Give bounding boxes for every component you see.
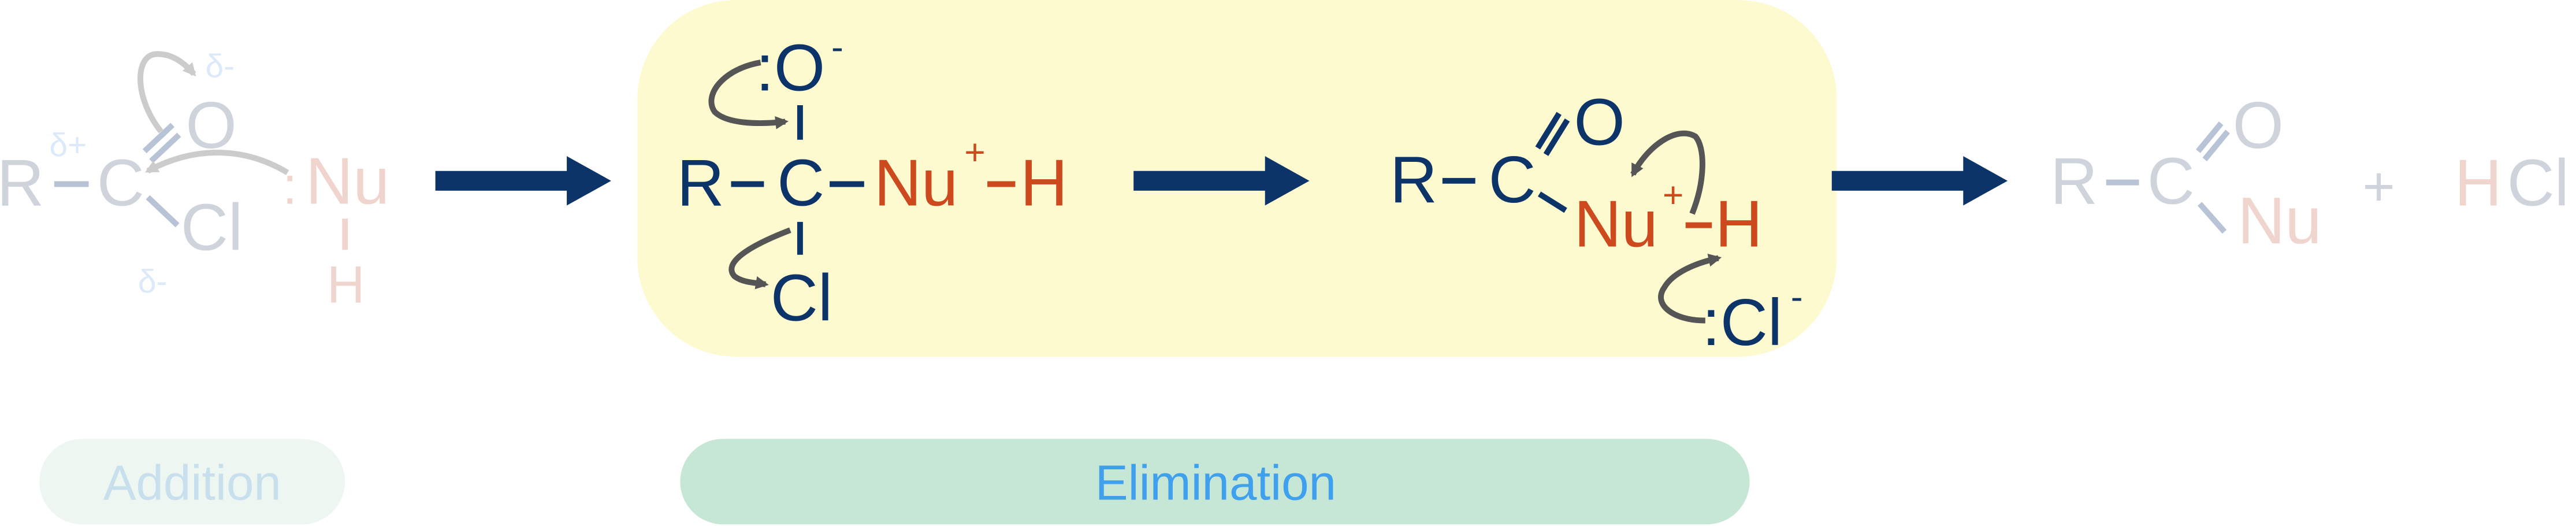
double-bond-c-o bbox=[2196, 121, 2224, 153]
atom-c: C bbox=[777, 146, 824, 220]
double-bond-c-o-2 bbox=[2202, 129, 2230, 162]
atom-cl: Cl bbox=[181, 191, 243, 264]
protonated-product: R C O Nu + H :Cl - bbox=[1390, 86, 1803, 360]
atom-r: R bbox=[677, 146, 724, 220]
reaction-arrow-3 bbox=[1831, 156, 2008, 206]
delta-minus-cl-label: δ- bbox=[138, 264, 168, 300]
atom-r: R bbox=[0, 146, 44, 220]
bond-c-nu bbox=[1537, 191, 1567, 213]
curly-arrow-pi-to-o bbox=[137, 51, 196, 134]
charge-minus-cl: - bbox=[1791, 277, 1803, 317]
curly-arrow-cl-leaves bbox=[728, 227, 791, 290]
plus-sign: + bbox=[2362, 155, 2395, 217]
atom-o-minus: :O bbox=[756, 31, 825, 105]
atom-o: O bbox=[2233, 89, 2284, 162]
final-products: R C O Nu + H Cl bbox=[2050, 89, 2569, 258]
hcl-cl: Cl bbox=[2507, 146, 2569, 220]
curly-arrow-nh-bond-to-nu bbox=[1630, 130, 1705, 215]
atom-nu: Nu bbox=[306, 145, 389, 218]
charge-plus-nu: + bbox=[964, 132, 986, 172]
atom-nu: Nu bbox=[874, 146, 958, 220]
delta-minus-o-label: δ- bbox=[205, 49, 235, 85]
bond-c-nu bbox=[2198, 202, 2227, 234]
reaction-arrow-1 bbox=[435, 156, 611, 206]
charge-minus-o: - bbox=[831, 27, 843, 67]
atom-o: O bbox=[1574, 86, 1625, 159]
double-bond-c-o bbox=[142, 123, 175, 154]
bond-c-cl bbox=[146, 195, 180, 228]
curly-arrow-nu-attack bbox=[144, 150, 289, 175]
atom-nu: Nu bbox=[1574, 188, 1657, 261]
charge-plus-nu: + bbox=[1663, 175, 1684, 215]
chloride-ion: :Cl bbox=[1702, 286, 1782, 360]
atom-r: R bbox=[2050, 145, 2098, 218]
hcl-h: H bbox=[2455, 146, 2502, 220]
tetrahedral-intermediate: :O - R C Nu + H Cl bbox=[677, 27, 1068, 335]
atom-c: C bbox=[97, 146, 144, 220]
stage-addition-pill: Addition bbox=[39, 439, 345, 525]
double-bond-c-o-2 bbox=[149, 132, 181, 164]
stage-addition-label: Addition bbox=[103, 456, 281, 511]
atom-cl: Cl bbox=[771, 262, 832, 335]
curly-arrow-cl-takes-h bbox=[1658, 253, 1722, 324]
atom-r: R bbox=[1390, 143, 1437, 217]
nucleophile-lone-pair: : bbox=[282, 157, 297, 216]
double-bond-c-o bbox=[1535, 112, 1562, 150]
atom-nu: Nu bbox=[2237, 184, 2321, 258]
stage-elimination-pill: Elimination bbox=[680, 439, 1750, 525]
atom-c: C bbox=[1488, 143, 1536, 217]
atom-h: H bbox=[1020, 146, 1068, 220]
atom-h: H bbox=[327, 255, 365, 314]
atom-h: H bbox=[1715, 188, 1763, 261]
double-bond-c-o-2 bbox=[1543, 118, 1570, 156]
delta-plus-label: δ+ bbox=[49, 127, 87, 164]
atom-c: C bbox=[2147, 145, 2195, 218]
reactant-acyl-chloride: R C O Cl : Nu H δ+ δ- δ- bbox=[0, 49, 389, 314]
stage-elimination-label: Elimination bbox=[1095, 456, 1336, 511]
reaction-arrow-2 bbox=[1133, 156, 1310, 206]
curly-arrow-o-reform-pi bbox=[708, 60, 789, 129]
